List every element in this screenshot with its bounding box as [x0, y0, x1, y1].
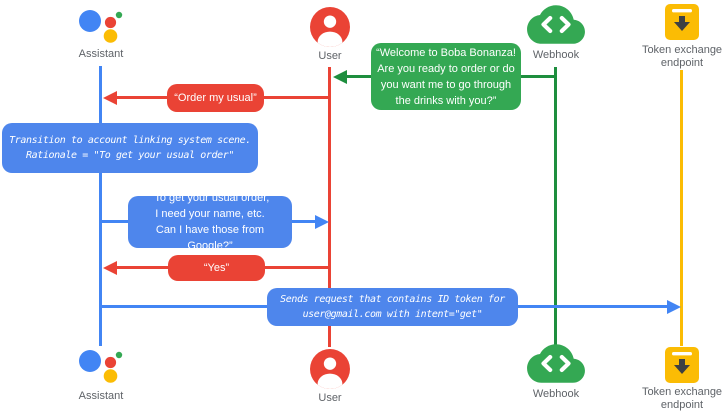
webhook-cloud-icon: [527, 5, 585, 44]
send-request-bubble: Sends request that contains ID token for…: [267, 288, 518, 326]
token-endpoint-label-top: Token exchange endpoint: [641, 44, 723, 69]
welcome-arrowhead: [333, 70, 347, 84]
token-endpoint-icon: [665, 4, 699, 40]
google-assistant-icon: [79, 10, 123, 43]
ask-permission-speech-bubble: “To get your usual order, I need your na…: [128, 192, 292, 252]
webhook-cloud-icon: [527, 344, 585, 383]
user-label-top: User: [318, 50, 342, 62]
webhook-label-bottom: Webhook: [532, 388, 580, 400]
assistant-label-bottom: Assistant: [78, 390, 124, 402]
order-usual-speech-bubble: “Order my usual”: [167, 84, 264, 112]
ask-permission-arrowhead: [315, 215, 329, 229]
yes-arrowhead: [103, 261, 117, 275]
order-usual-arrowhead: [103, 91, 117, 105]
token-endpoint-icon: [665, 347, 699, 383]
welcome-speech-bubble: “Welcome to Boba Bonanza! Are you ready …: [371, 43, 521, 110]
assistant-label-top: Assistant: [78, 48, 124, 60]
token-endpoint-label-bottom: Token exchange endpoint: [641, 386, 723, 411]
user-icon: [310, 349, 350, 389]
transition-note-bubble: Transition to account linking system sce…: [2, 123, 258, 173]
user-label-bottom: User: [318, 392, 342, 404]
send-request-arrowhead: [667, 300, 681, 314]
webhook-label-top: Webhook: [532, 49, 580, 61]
assistant-lifeline: [99, 66, 102, 346]
yes-speech-bubble: “Yes”: [168, 255, 265, 281]
user-lifeline: [328, 67, 331, 347]
webhook-lifeline: [554, 67, 557, 346]
token-endpoint-lifeline: [680, 70, 683, 346]
google-assistant-icon: [79, 350, 123, 383]
user-icon: [310, 7, 350, 47]
